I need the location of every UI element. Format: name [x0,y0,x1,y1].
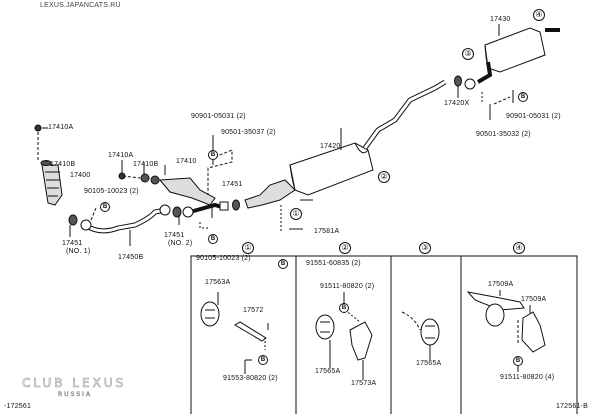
hanger-17509A [521,311,546,353]
part-label-17451-no1: 17451 [62,240,83,247]
panel-4-part-17509A-a: 17509A [488,281,514,288]
hanger-17563A [200,301,220,327]
bolt-marker: B [208,234,218,244]
footer-left-code: -172561 [4,403,32,410]
converter-17410 [158,177,216,206]
panel-2-part-17573A: 17573A [351,380,377,387]
club-lexus-watermark: CLUB LEXUS [22,376,127,391]
rear-muffler-17430 [484,27,546,73]
callout-3: ③ [462,48,474,60]
panel-1-part-17563A: 17563A [205,279,231,286]
part-label-91551-60835: 91551-60835 (2) [306,260,361,267]
panel-1-part-17572: 17572 [243,307,264,314]
panel-1-part-91553-80820: 91553-80820 (2) [223,375,278,382]
bracket-17572 [234,321,267,342]
bolt-marker: B [278,259,288,269]
panel-3-callout: ③ [419,242,431,254]
part-label-17430: 17430 [490,16,511,23]
bolt-marker: B [339,303,349,313]
bracket-17573A [349,321,373,361]
part-label-17581A: 17581A [314,228,340,235]
hanger-bracket-17509A [466,291,525,311]
panel-4-part-91511-80820: 91511-80820 (4) [500,374,555,381]
part-label-17400: 17400 [70,172,91,179]
part-label-17410B-mid: 17410B [133,161,159,168]
hanger-17565A-rear [420,318,440,346]
part-label-90501-35037: 90501-35037 (2) [221,129,276,136]
part-label-90901-05031-a: 90901-05031 (2) [191,113,246,120]
callout-4: ④ [533,9,545,21]
site-watermark-text: LEXUS.JAPANCATS.RU [40,2,121,9]
bolt-marker: B [518,92,528,102]
part-label-90901-05031-b: 90901-05031 (2) [506,113,561,120]
russia-watermark: RUSSIA [58,391,93,399]
callout-2: ② [378,171,390,183]
part-label-17451-no1-note: (NO. 1) [66,248,91,255]
part-label-17410A-mid: 17410A [108,152,134,159]
panel-1-callout: ① [242,242,254,254]
part-label-17451-no2-note: (NO. 2) [168,240,193,247]
bolt-marker: B [208,150,218,160]
part-label-90501-35032: 90501-35032 (2) [476,131,531,138]
front-converter-17400 [41,164,63,206]
panel-2-part-17565A: 17565A [315,368,341,375]
part-label-90105-10023-b: 90105-10023 (2) [196,255,251,262]
panel-3-part-17565A: 17565A [416,360,442,367]
panel-4-callout: ④ [513,242,525,254]
part-label-17410B: 17410B [50,161,76,168]
bolt-marker: B [513,356,523,366]
part-label-17410: 17410 [176,158,197,165]
panel-2-part-91511-80820: 91511-80820 (2) [320,283,375,290]
part-label-17410A: 17410A [48,124,74,131]
panel-4-part-17509A-b: 17509A [521,296,547,303]
bolt-marker: B [258,355,268,365]
part-label-17451-no2: 17451 [164,232,185,239]
part-label-17451-mid: 17451 [222,181,243,188]
footer-right-code: 172561-B [556,403,588,410]
panel-2-callout: ② [339,242,351,254]
part-label-17450B: 17450B [118,254,144,261]
callout-1: ① [290,208,302,220]
part-label-90105-10023-a: 90105-10023 (2) [84,188,139,195]
hanger-17565A [315,314,335,340]
part-label-17420X: 17420X [444,100,470,107]
bolt-marker: B [100,202,110,212]
part-label-17420: 17420 [320,143,341,150]
